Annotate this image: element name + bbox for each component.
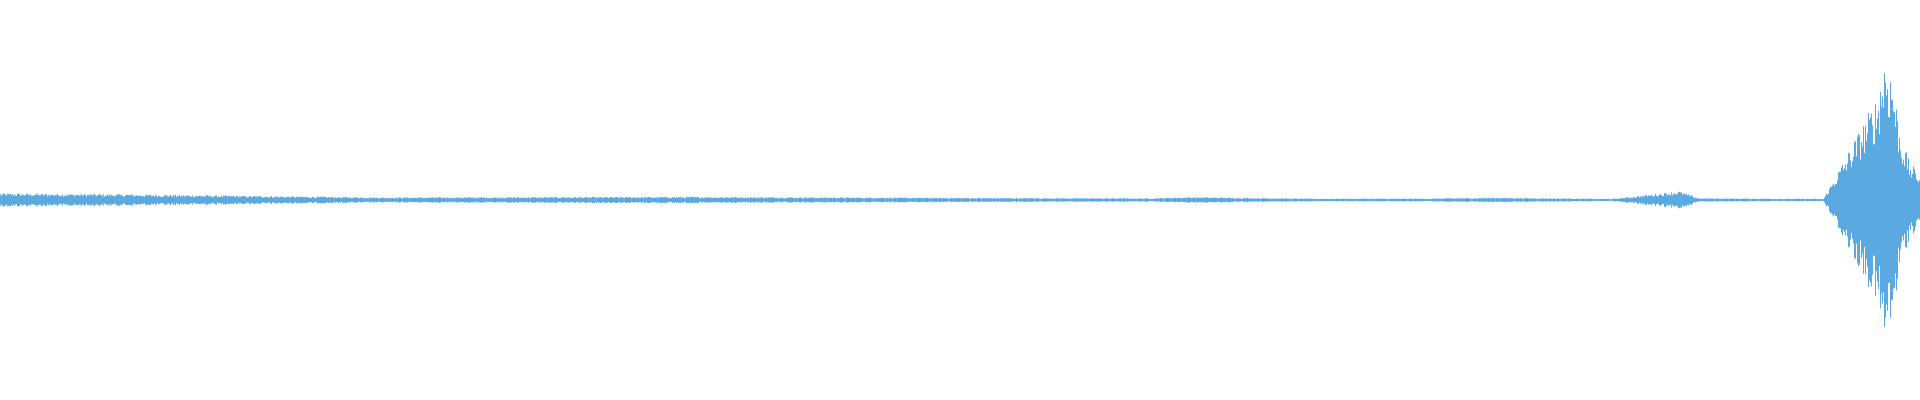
waveform-bars	[0, 73, 1920, 327]
waveform-trace	[0, 73, 1920, 327]
